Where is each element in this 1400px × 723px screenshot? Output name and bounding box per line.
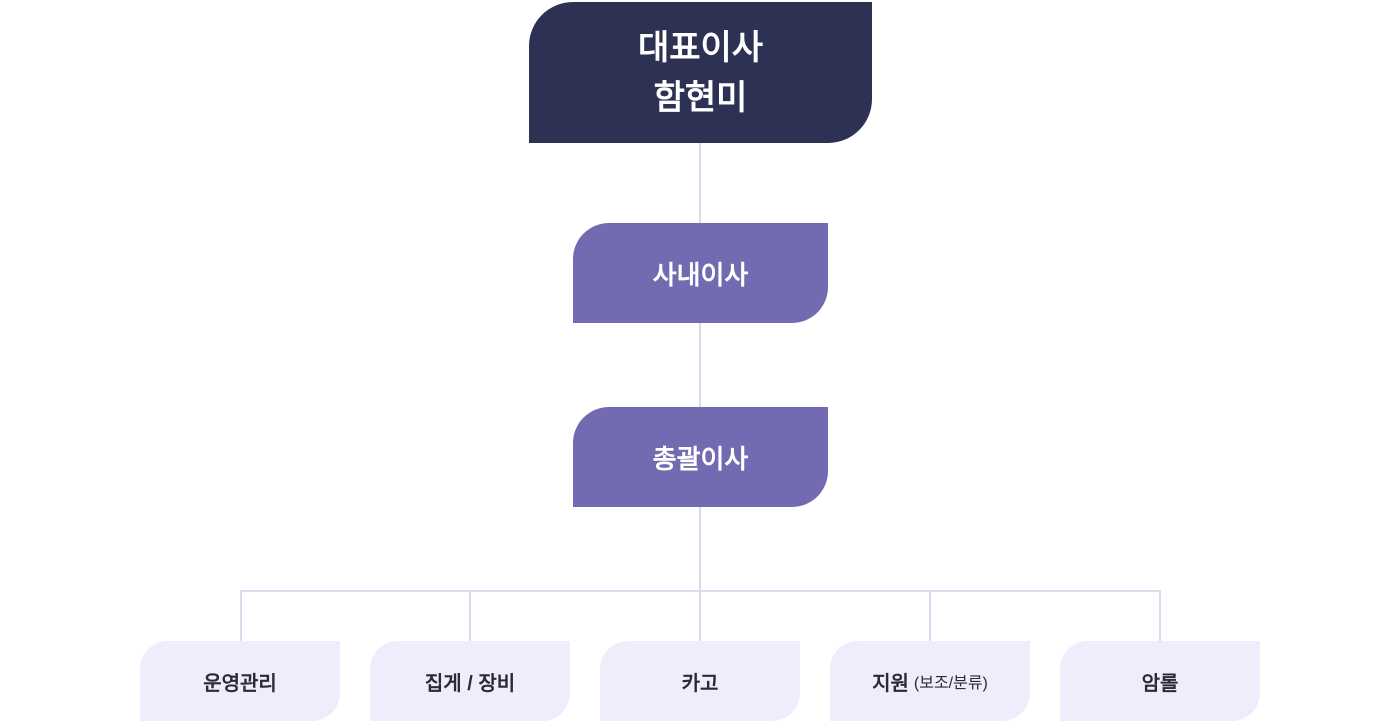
department-node: 운영관리	[140, 641, 340, 721]
node-label: 사내이사	[652, 259, 749, 290]
department-label: 암롤	[1141, 672, 1179, 695]
department-label: 집게 / 장비	[424, 672, 516, 695]
department-label: 카고	[681, 672, 719, 695]
connector-dept-1	[240, 590, 242, 641]
department-label: 지원	[872, 672, 909, 695]
node-label: 총괄이사	[652, 443, 749, 474]
department-sublabel: (보조/분류)	[913, 675, 988, 692]
connector-dept-4	[929, 590, 931, 641]
connector-ceo-to-director	[699, 143, 701, 223]
internal-director-node: 사내이사	[573, 223, 828, 323]
department-node: 지원 (보조/분류)	[830, 641, 1030, 721]
department-node: 카고	[600, 641, 800, 721]
ceo-title: 대표이사	[637, 28, 764, 67]
connector-director-to-general	[699, 323, 701, 407]
department-node: 집게 / 장비	[370, 641, 570, 721]
connector-dept-5	[1159, 590, 1161, 641]
ceo-node: 대표이사 함현미	[529, 2, 872, 143]
ceo-name: 함현미	[653, 78, 748, 117]
department-label: 운영관리	[203, 672, 277, 695]
general-director-node: 총괄이사	[573, 407, 828, 507]
connector-dept-2	[469, 590, 471, 641]
connector-general-down	[699, 507, 701, 641]
connector-horizontal-bus	[240, 590, 1161, 592]
department-node: 암롤	[1060, 641, 1260, 721]
